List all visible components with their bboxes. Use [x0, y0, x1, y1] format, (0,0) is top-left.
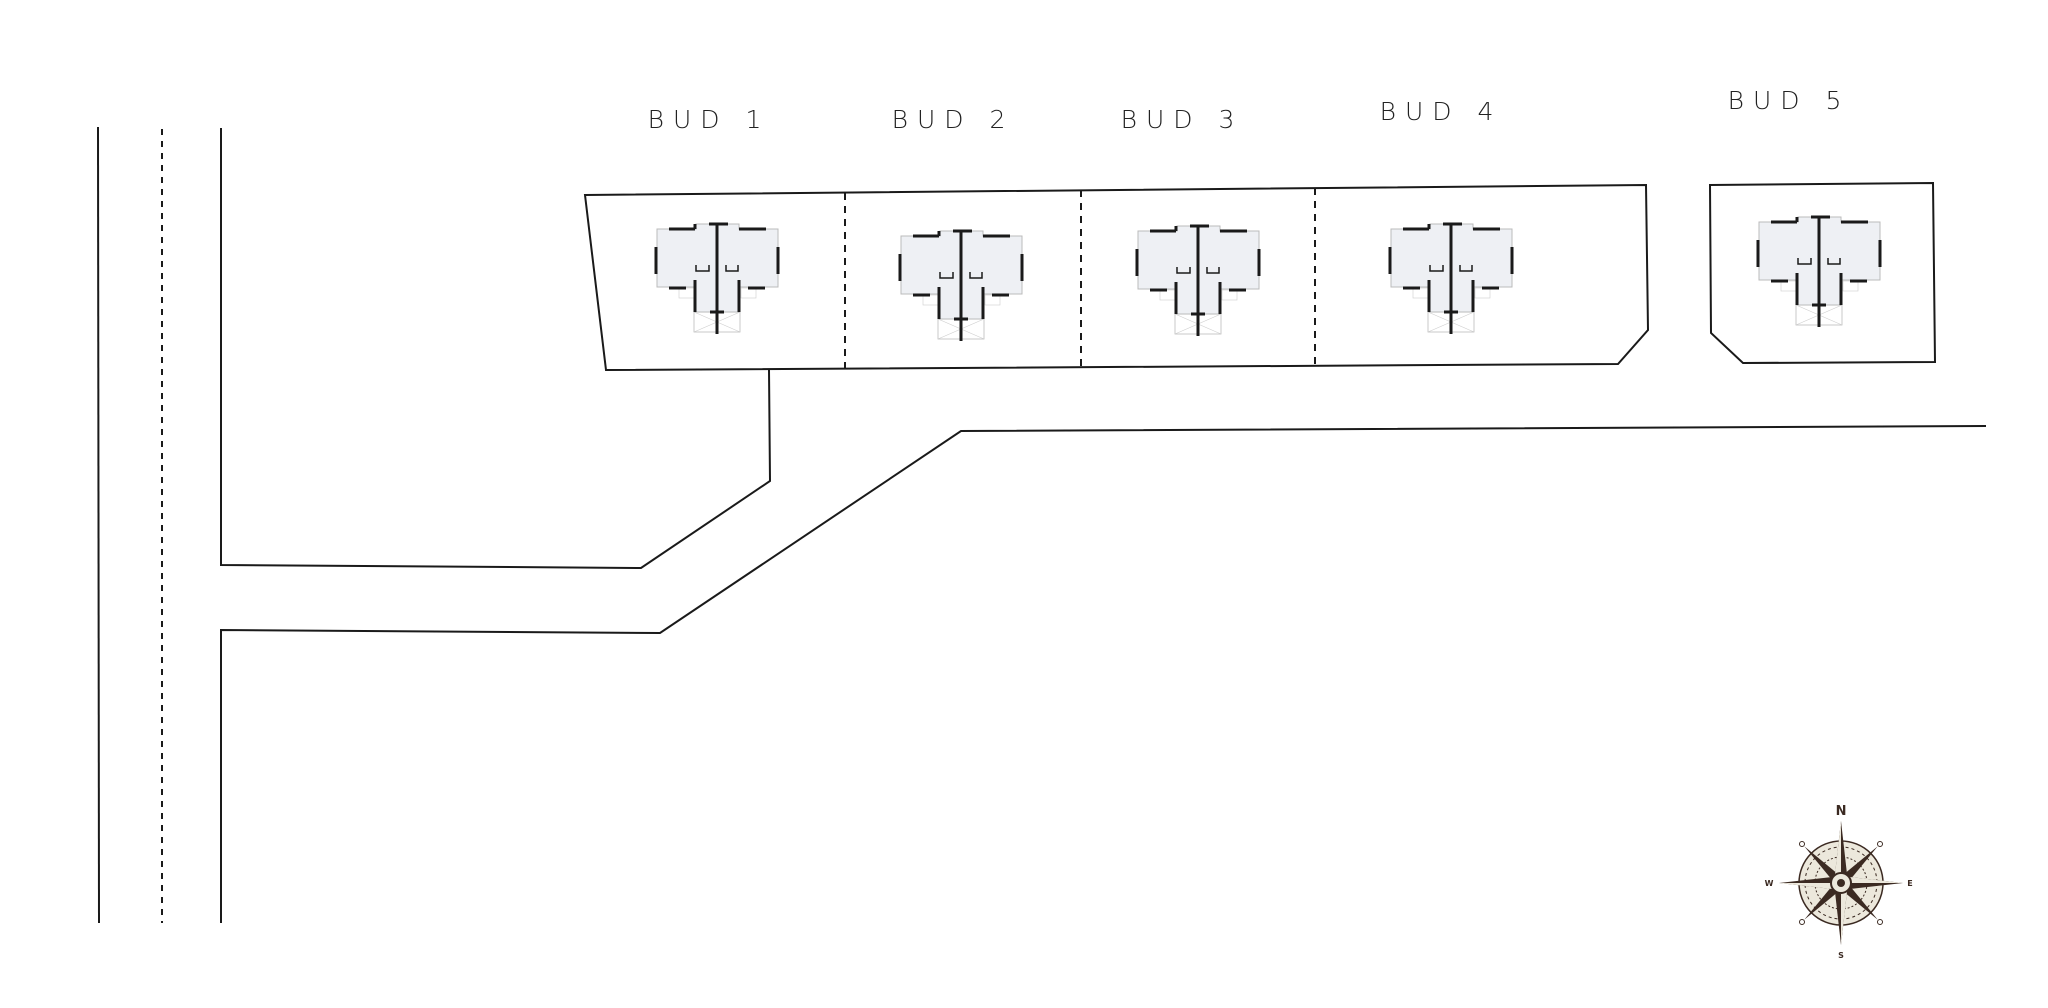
plot-bud-1-4 — [583, 183, 1650, 372]
house-bud-2[interactable] — [898, 229, 1024, 343]
compass-west-label: W — [1765, 879, 1774, 888]
building-label-bud-1: BUD 1 — [647, 105, 771, 134]
building-label-bud-3: BUD 3 — [1120, 105, 1244, 134]
compass-rose-icon: N S W E — [1765, 804, 1913, 960]
compass-north-label: N — [1836, 804, 1847, 819]
building-label-bud-2: BUD 2 — [891, 105, 1015, 134]
compass-south-label: S — [1838, 951, 1844, 960]
access-road — [220, 425, 1987, 923]
house-bud-1[interactable] — [654, 222, 780, 336]
compass-east-label: E — [1907, 879, 1912, 888]
house-bud-3[interactable] — [1135, 224, 1261, 338]
house-bud-5[interactable] — [1756, 215, 1882, 329]
road-edge-left — [97, 126, 100, 924]
building-label-bud-4: BUD 4 — [1379, 97, 1503, 126]
house-bud-4[interactable] — [1388, 222, 1514, 336]
road-edge-right-upper — [220, 128, 772, 570]
plot-bud-5 — [1708, 181, 1937, 365]
building-label-bud-5: BUD 5 — [1727, 86, 1851, 115]
